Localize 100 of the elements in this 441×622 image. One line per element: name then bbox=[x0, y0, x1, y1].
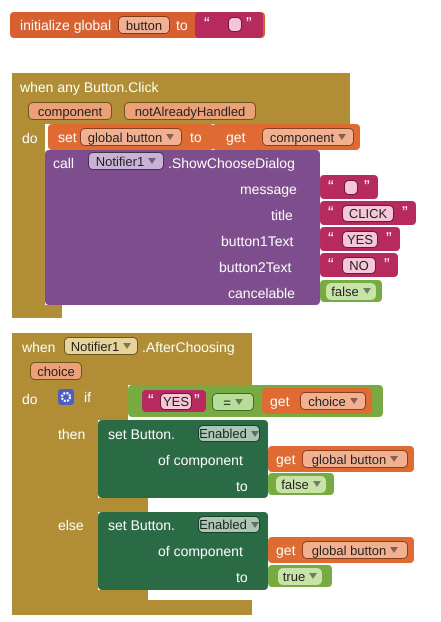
block-label: initialize global bbox=[20, 17, 112, 33]
text-field bbox=[342, 205, 394, 222]
field-text: false bbox=[331, 284, 359, 298]
block-label: set bbox=[58, 129, 77, 145]
block-label: do bbox=[22, 130, 38, 146]
field-text: notAlreadyHandled bbox=[134, 104, 246, 118]
block-label: set Button. bbox=[108, 517, 175, 533]
quote-mark: “ bbox=[328, 255, 334, 275]
block-label: .ShowChooseDialog bbox=[168, 155, 295, 171]
get-block bbox=[262, 388, 372, 414]
field-text: NO bbox=[349, 258, 369, 273]
field-text: Enabled bbox=[199, 426, 247, 441]
block-label: set Button. bbox=[108, 426, 175, 442]
logic-block bbox=[268, 473, 334, 495]
block-label: of component bbox=[158, 452, 243, 468]
block-label: to bbox=[176, 17, 188, 33]
parameter-field bbox=[30, 362, 82, 380]
string-block bbox=[142, 390, 206, 412]
block-label: then bbox=[58, 426, 86, 442]
block-label: call bbox=[53, 155, 74, 171]
event-block bbox=[12, 333, 252, 615]
variable-init-block bbox=[10, 12, 265, 38]
block-label: get bbox=[276, 542, 296, 558]
field-text: YES bbox=[162, 394, 189, 409]
logic-block bbox=[320, 280, 382, 302]
field-text: CLICK bbox=[348, 206, 388, 221]
get-block bbox=[268, 446, 414, 472]
parameter-field bbox=[28, 102, 112, 120]
text-field bbox=[118, 16, 170, 34]
method-call-block bbox=[45, 150, 320, 305]
field-text: component bbox=[38, 104, 102, 118]
block-label: of component bbox=[158, 543, 243, 559]
block-label: to bbox=[190, 129, 202, 145]
dropdown-field bbox=[198, 516, 260, 533]
field-text: global button bbox=[312, 542, 386, 558]
field-text: button bbox=[126, 18, 162, 32]
dropdown-field bbox=[262, 128, 354, 146]
field-text: YES bbox=[346, 232, 373, 247]
text-field bbox=[342, 257, 376, 274]
dropdown-field bbox=[300, 392, 366, 410]
block-label: when any Button.Click bbox=[20, 79, 159, 95]
dropdown-field bbox=[88, 152, 164, 170]
field-text: = bbox=[223, 394, 231, 410]
quote-mark: ” bbox=[364, 177, 370, 197]
string-block bbox=[320, 253, 398, 277]
block-label: cancelable bbox=[228, 285, 295, 301]
quote-mark: “ bbox=[148, 391, 154, 411]
block-label: .AfterChoosing bbox=[142, 339, 235, 355]
field-text: Notifier1 bbox=[96, 154, 144, 168]
block-label: get bbox=[226, 129, 246, 145]
text-field bbox=[342, 231, 378, 248]
string-block bbox=[320, 227, 400, 251]
dropdown-field bbox=[302, 541, 408, 559]
field-text: choice bbox=[37, 364, 75, 378]
block-label: else bbox=[58, 517, 84, 533]
block-label: message bbox=[240, 181, 297, 197]
field-text: false bbox=[281, 476, 309, 492]
quote-mark: ” bbox=[384, 255, 390, 275]
parameter-field bbox=[124, 102, 256, 120]
block-label: button2Text bbox=[219, 259, 292, 275]
field-text: component bbox=[270, 130, 334, 144]
quote-mark: ” bbox=[386, 229, 392, 249]
quote-mark: ” bbox=[246, 14, 252, 34]
dropdown-field bbox=[198, 425, 260, 442]
set-block bbox=[98, 512, 268, 590]
quote-mark: “ bbox=[204, 14, 210, 34]
dropdown-field bbox=[80, 128, 182, 146]
quote-mark: “ bbox=[328, 203, 334, 223]
set-block bbox=[48, 124, 214, 150]
block-label: get bbox=[276, 451, 296, 467]
empty-text-field bbox=[228, 17, 242, 32]
block-label: when bbox=[22, 339, 56, 355]
string-block bbox=[320, 201, 416, 225]
logic-block bbox=[268, 565, 332, 587]
block-label: do bbox=[22, 391, 38, 407]
block-label: get bbox=[270, 393, 290, 409]
field-text: Notifier1 bbox=[70, 338, 120, 354]
quote-mark: “ bbox=[328, 229, 334, 249]
field-text: true bbox=[282, 568, 306, 584]
dropdown-field bbox=[302, 450, 408, 468]
block-label: title bbox=[271, 207, 293, 223]
block-label: button1Text bbox=[221, 233, 294, 249]
dropdown-field bbox=[212, 393, 254, 411]
get-block bbox=[268, 537, 414, 563]
set-block bbox=[98, 420, 268, 498]
field-text: global button bbox=[312, 452, 386, 466]
quote-mark: ” bbox=[194, 391, 200, 411]
string-block bbox=[195, 12, 263, 38]
empty-text-field bbox=[344, 180, 358, 195]
field-text: global button bbox=[88, 130, 162, 144]
get-block bbox=[212, 124, 360, 150]
block-label: if bbox=[84, 389, 91, 405]
text-field bbox=[160, 393, 192, 410]
dropdown-field bbox=[64, 337, 138, 355]
block-label: to bbox=[236, 478, 248, 494]
field-text: Enabled bbox=[199, 517, 247, 532]
compare-block bbox=[128, 385, 383, 417]
block-label: to bbox=[236, 569, 248, 585]
field-text: choice bbox=[308, 394, 346, 408]
quote-mark: ” bbox=[402, 203, 408, 223]
